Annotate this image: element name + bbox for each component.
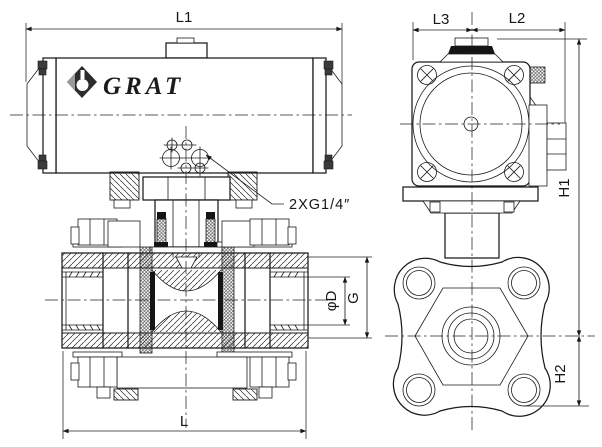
dim-label-l2: L2 <box>509 10 526 27</box>
dim-l: L <box>62 351 307 439</box>
body-wall-bottom <box>61 332 309 349</box>
body-bolts-top <box>70 218 297 248</box>
stem-tang <box>175 256 198 269</box>
air-port <box>162 149 180 167</box>
dim-label-h1: H1 <box>556 178 573 197</box>
washer <box>113 388 139 401</box>
port-hole <box>166 139 178 151</box>
stem-packing <box>156 218 167 244</box>
valve-neck-side <box>402 186 539 259</box>
grat-logo-highlight <box>67 73 75 91</box>
front-centerlines <box>10 114 352 428</box>
face-bolts <box>417 65 524 182</box>
port-hole <box>181 139 193 151</box>
stem-packing <box>205 218 216 244</box>
actuator-endcap-right <box>312 57 327 174</box>
top-boss <box>165 42 208 59</box>
side-centerlines <box>385 12 595 430</box>
body-bolts-bottom <box>70 351 297 401</box>
indicator-top <box>454 37 489 47</box>
port-note-text: 2XG1/4″ <box>289 197 350 213</box>
dim-label-l: L <box>180 413 188 430</box>
grat-logo-slot <box>80 70 85 79</box>
indicator-band <box>448 46 495 54</box>
gland-nut <box>142 176 231 201</box>
brand-text: GRAT <box>103 73 184 100</box>
vent-grill <box>529 66 546 84</box>
side-plate <box>528 104 548 187</box>
ball-seat <box>218 272 223 330</box>
flange-transition <box>422 200 521 214</box>
actuator-base-flange <box>402 186 539 202</box>
dim-bore-g: φD G <box>308 256 372 339</box>
bracket-right <box>227 171 258 201</box>
thread-left <box>61 271 104 331</box>
actuator-side <box>411 37 567 187</box>
dim-h1-h2: H1 H2 <box>497 38 589 407</box>
port-hole <box>194 162 206 174</box>
grat-logo-circle <box>76 79 89 91</box>
dim-l3-l2: L3 L2 <box>412 10 566 123</box>
bracket-and-gland <box>109 171 258 258</box>
dim-label-h2: H2 <box>552 364 569 383</box>
dim-label-l3: L3 <box>433 11 450 28</box>
dim-label-phi-d: φD <box>323 291 340 312</box>
side-view: L3 L2 H1 H2 <box>385 10 595 430</box>
grat-logo <box>67 66 97 98</box>
top-boss-cap <box>176 37 195 44</box>
actuator-front: GRAT <box>26 37 343 174</box>
thread-right <box>269 271 309 331</box>
dim-l1: L1 <box>25 9 343 84</box>
side-box <box>546 122 567 171</box>
endcap-bolts <box>37 60 334 170</box>
side-attachments <box>528 66 567 187</box>
washer <box>232 388 258 401</box>
actuator-cylinder <box>55 57 314 174</box>
ball-seat <box>150 272 155 330</box>
dim-label-l1: L1 <box>176 9 193 26</box>
port-callout: 2XG1/4″ <box>205 154 350 213</box>
actuator-endcap-left <box>42 57 57 174</box>
valve-body-front <box>61 218 309 401</box>
dim-label-g: G <box>345 292 362 304</box>
body-outline <box>61 252 309 349</box>
position-indicator <box>439 37 504 63</box>
tie-plate <box>116 356 248 389</box>
indicator-skirt <box>439 53 504 63</box>
bracket-left <box>109 171 140 201</box>
front-view: GRAT <box>10 9 372 439</box>
